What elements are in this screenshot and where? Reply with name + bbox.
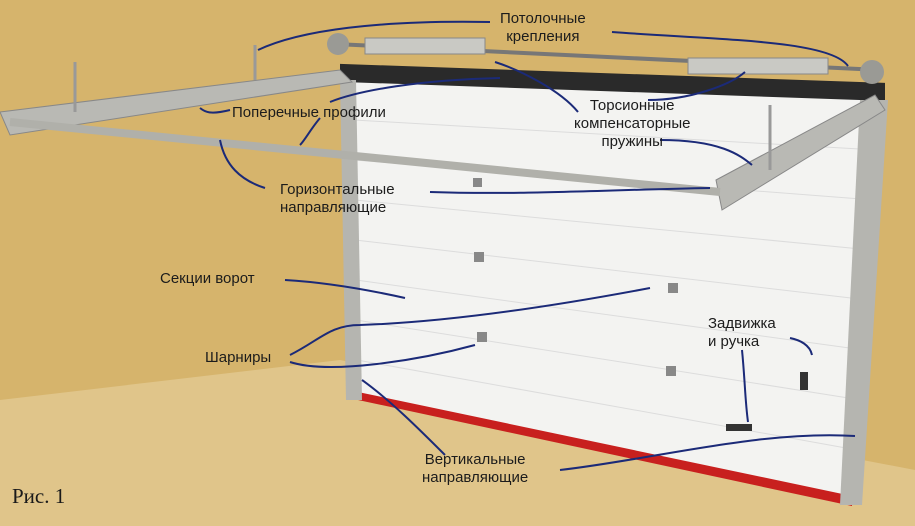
label-line: Горизонтальные <box>280 181 395 198</box>
latch <box>800 372 808 390</box>
label-hinges: Шарниры <box>205 349 272 366</box>
label-torsion-springs: Торсионные компенсаторные пружины <box>574 97 690 151</box>
bottom-seal <box>358 392 852 506</box>
label-vertical-guides: Вертикальные направляющие <box>422 451 528 487</box>
header-beam <box>340 63 885 101</box>
left-horizontal-guide <box>0 69 354 136</box>
floor <box>0 360 915 526</box>
figure-caption: Рис. 1 <box>12 484 66 508</box>
label-line: и ручка <box>708 333 760 350</box>
label-horizontal-guides: Горизонтальные направляющие <box>280 181 395 217</box>
right-horizontal-guide <box>715 94 886 211</box>
door-handle <box>726 424 752 431</box>
label-ceiling-mounts: Потолочные крепления <box>500 10 586 46</box>
label-line: крепления <box>506 28 580 45</box>
callout-arrows <box>199 20 856 471</box>
drum-right <box>860 60 884 84</box>
right-vertical-guide <box>840 100 888 505</box>
label-line: Вертикальные <box>424 451 526 468</box>
label-latch-handle: Задвижка и ручка <box>708 315 776 351</box>
label-line: пружины <box>601 133 663 150</box>
label-line: Потолочные <box>500 10 586 27</box>
label-line: направляющие <box>280 199 387 216</box>
drum-left <box>327 33 349 55</box>
hinge-brackets <box>473 178 678 376</box>
label-door-sections: Секции ворот <box>160 270 255 287</box>
spring-right <box>687 57 829 75</box>
label-line: Задвижка <box>708 315 776 332</box>
cross-profile-front <box>9 118 721 196</box>
label-line: Торсионные <box>589 97 675 114</box>
label-line: направляющие <box>422 469 529 486</box>
label-line: компенсаторные <box>574 115 691 132</box>
spring-left <box>364 37 486 55</box>
label-cross-profiles: Поперечные профили <box>232 104 386 121</box>
